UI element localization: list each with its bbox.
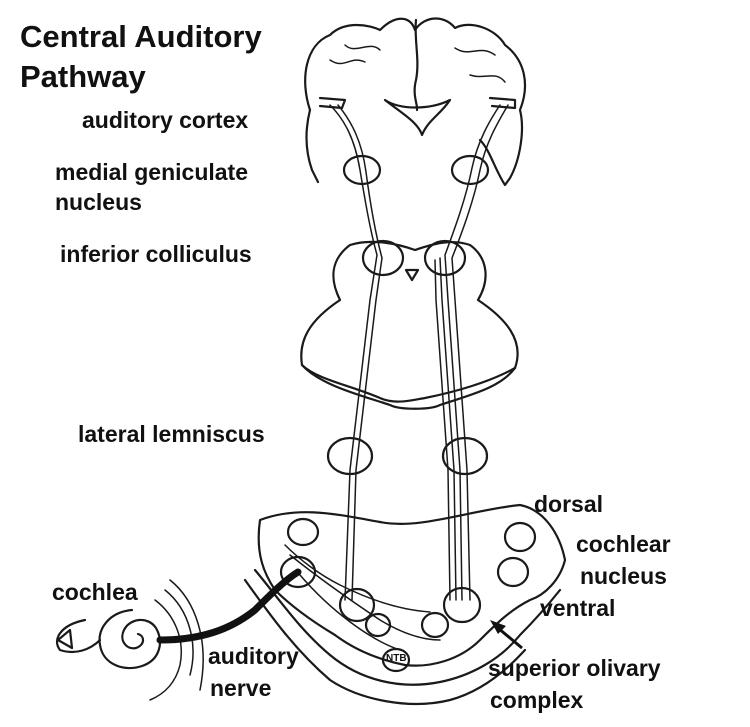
label-cochlea: cochlea [52, 579, 138, 605]
superior-olive-nuclei [338, 586, 482, 673]
label-medial-geniculate-line1: medial geniculate [55, 159, 249, 185]
brain-outline [304, 17, 527, 187]
pointer-arrow [490, 620, 523, 650]
label-auditory-nerve-line2: nerve [210, 675, 272, 701]
label-cochlear-line2: nucleus [580, 563, 667, 589]
label-cochlear-line1: cochlear [576, 531, 671, 557]
label-lateral-lemniscus: lateral lemniscus [78, 421, 265, 447]
ascending-fiber-tracts [329, 104, 509, 601]
label-medial-geniculate-line2: nucleus [55, 189, 142, 215]
label-superior-olivary-line1: superior olivary [488, 655, 661, 681]
label-ntb: NTB [386, 653, 407, 664]
midbrain-outline [300, 239, 519, 410]
label-superior-olivary-line2: complex [490, 687, 584, 713]
auditory-nerve [156, 568, 302, 644]
label-auditory-nerve-line1: auditory [208, 643, 299, 669]
brainstem-outline [243, 503, 567, 706]
label-ventral: ventral [540, 595, 616, 621]
diagram-title-line1: Central Auditory [20, 19, 262, 54]
medial-geniculate-nuclei [342, 154, 490, 186]
cochlea-drawing [55, 579, 204, 701]
cochlear-nuclei [279, 517, 537, 589]
diagram-title-line2: Pathway [20, 59, 146, 94]
label-auditory-cortex: auditory cortex [82, 107, 249, 133]
label-dorsal: dorsal [534, 491, 604, 517]
lateral-lemniscus-nuclei [326, 436, 489, 476]
label-inferior-colliculus: inferior colliculus [60, 241, 252, 267]
